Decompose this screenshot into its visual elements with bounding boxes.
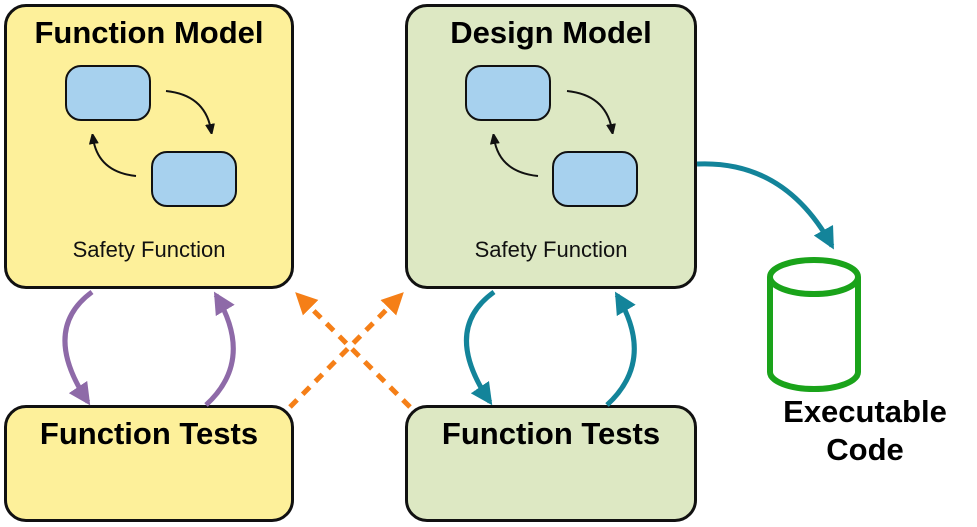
design-to-tests-arrow [464, 289, 496, 406]
executable-code-line2: Code [826, 432, 904, 467]
executable-code-label: Executable Code [760, 393, 970, 469]
function-model-box: Function Model Safety Function [4, 4, 294, 289]
design-model-subtitle: Safety Function [474, 237, 628, 262]
function-model-title: Function Model [34, 15, 264, 50]
database-cylinder-icon [767, 257, 861, 392]
function-tests-right-title: Function Tests [441, 416, 661, 451]
function-tests-left-title: Function Tests [39, 416, 259, 451]
tests-to-design-arrow [605, 291, 637, 407]
tests-left-to-design-arrow [288, 292, 404, 409]
design-model-title: Design Model [450, 15, 652, 50]
cycle-arrow-right [165, 90, 211, 130]
cycle-arrow-right [566, 90, 612, 130]
function-tests-right-box: Function Tests [405, 405, 697, 522]
state-node-top [65, 65, 151, 121]
function-tests-left-box: Function Tests [4, 405, 294, 522]
state-node-bottom [552, 151, 638, 207]
tests-right-to-function-arrow [295, 292, 412, 409]
cycle-arrow-left [93, 138, 137, 177]
state-node-top [465, 65, 551, 121]
model-to-tests-arrow [62, 289, 94, 406]
design-model-box: Design Model Safety Function [405, 4, 697, 289]
state-node-bottom [151, 151, 237, 207]
tests-to-model-arrow [204, 291, 236, 407]
executable-code-line1: Executable [783, 394, 947, 429]
function-model-subtitle: Safety Function [72, 237, 226, 262]
design-to-code-arrow [696, 161, 835, 250]
cycle-arrow-left [494, 138, 539, 177]
